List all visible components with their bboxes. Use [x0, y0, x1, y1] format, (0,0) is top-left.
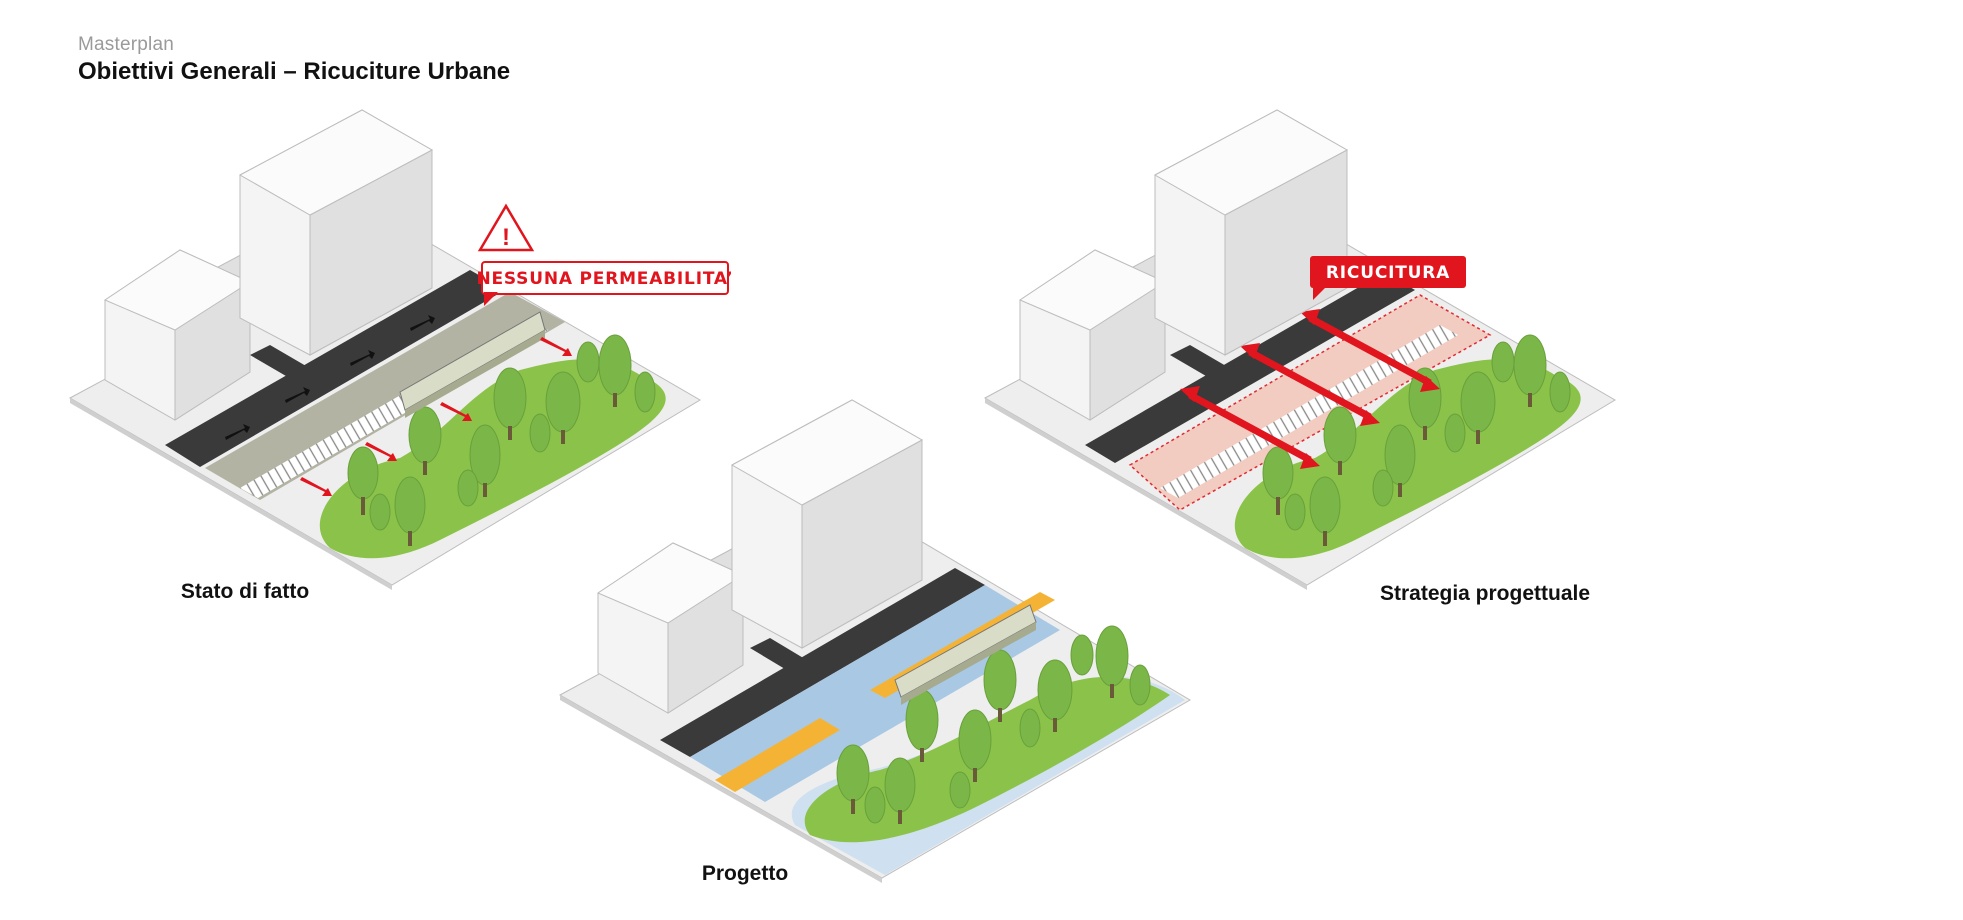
- cross-road: [750, 638, 820, 678]
- traffic-arrows: [225, 315, 435, 440]
- base-slab-edge: [560, 695, 882, 883]
- main-road: [1085, 272, 1415, 463]
- tree-cluster: [1262, 334, 1571, 546]
- cross-road: [250, 345, 330, 390]
- tree-cluster: [836, 625, 1151, 824]
- panel-existing: ! NESSUNA PERMEABILITA’ Stato di fatto: [68, 109, 733, 603]
- building-tall: [730, 399, 924, 649]
- track-band: [205, 292, 565, 500]
- svg-text:!: !: [502, 224, 510, 251]
- callout-existing: NESSUNA PERMEABILITA’: [476, 261, 733, 306]
- warning-icon: !: [477, 203, 535, 252]
- caption-existing: Stato di fatto: [181, 580, 309, 603]
- tree-cluster: [347, 334, 656, 546]
- callout-strategy-text: RICUCITURA: [1326, 263, 1450, 283]
- track-orange: [715, 718, 840, 792]
- building-tall: [238, 109, 434, 356]
- main-road: [660, 568, 985, 757]
- caption-strategy: Strategia progettuale: [1380, 582, 1590, 605]
- stitch-arrows: [1180, 309, 1440, 469]
- page-title: Obiettivi Generali – Ricuciture Urbane: [78, 58, 511, 85]
- page-kicker: Masterplan: [78, 34, 174, 55]
- caption-project: Progetto: [702, 862, 788, 885]
- blocked-arrows: [300, 337, 572, 496]
- base-slab-edge: [985, 398, 1307, 590]
- building-tall: [1153, 109, 1349, 356]
- tram-icon: [399, 311, 546, 418]
- cross-road: [1170, 345, 1250, 390]
- main-road: [165, 270, 505, 467]
- tram-icon: [894, 604, 1037, 705]
- base-slab-edge: [70, 398, 392, 590]
- building-low: [596, 542, 745, 714]
- building-low: [103, 249, 252, 421]
- callout-existing-text: NESSUNA PERMEABILITA’: [476, 269, 733, 289]
- panel-strategy: RICUCITURA Strategia progettuale: [983, 109, 1616, 605]
- panel-project: Progetto: [558, 399, 1191, 885]
- callout-strategy: RICUCITURA: [1310, 256, 1466, 300]
- page-header: Masterplan Obiettivi Generali – Ricucitu…: [78, 34, 510, 86]
- rail-track: [1160, 325, 1458, 498]
